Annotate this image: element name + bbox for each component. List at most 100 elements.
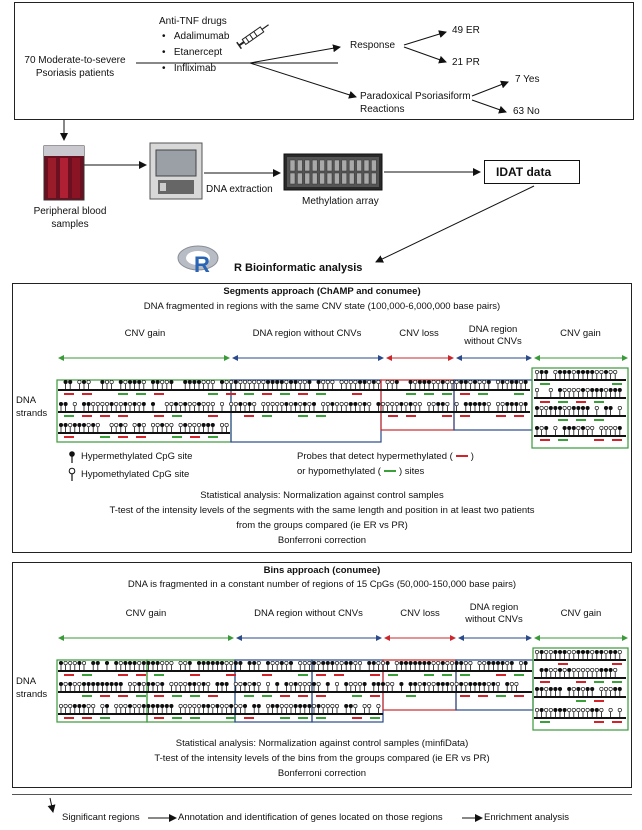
seg-stats-line: T-test of the intensity levels of the se… [109,505,535,516]
region-arrowhead [376,635,382,641]
hypermethylated-cpg-pin [585,649,590,655]
hypomethylated-cpg-pin [548,649,553,655]
hypermethylated-cpg-pin [491,681,496,687]
hypomethylated-cpg-pin [367,703,372,709]
legend-probe-text: or hypomethylated ( [297,466,381,477]
methylation-array-icon [283,153,383,191]
hypermethylated-cpg-pin [201,681,206,687]
hypomethylated-cpg-pin [580,707,586,713]
hypermethylated-cpg-pin [553,649,558,655]
hypermethylated-cpg-pin [426,660,432,666]
hypermethylated-cpg-pin [482,681,487,687]
hypomethylated-cpg-pin [431,681,436,687]
hypomethylated-cpg-pin [229,660,234,666]
region-arrowhead [448,355,454,361]
hypermethylated-cpg-pin [91,681,96,687]
hypomethylated-cpg-pin [594,405,599,411]
drug-name: Etanercept [173,47,223,58]
hypomethylated-cpg-pin [316,681,321,687]
hypermethylated-cpg-pin [557,405,563,411]
hypermethylated-cpg-pin [242,703,248,709]
hypomethylated-cpg-pin [270,401,275,407]
hypermethylated-cpg-pin [544,369,549,375]
hypomethylated-cpg-pin [385,379,390,385]
segments-graphics [56,355,629,449]
hypermethylated-cpg-pin [603,369,609,375]
hypermethylated-cpg-pin [548,405,553,411]
bin-region-label: CNV gain [125,608,167,619]
arrow-to-paradoxical [249,62,357,99]
hypermethylated-cpg-pin [459,379,464,385]
hypomethylated-cpg-pin [367,379,372,385]
hypomethylated-cpg-pin [127,681,133,687]
array-cell [297,159,303,172]
hypomethylated-cpg-pin [68,660,73,666]
footer-arrow [47,797,56,813]
region-arrowhead [458,635,464,641]
hypomethylated-cpg-pin [91,401,96,407]
hypermethylated-cpg-pin [544,425,549,431]
hypomethylated-cpg-pin [534,369,540,375]
hypomethylated-cpg-pin [376,703,381,709]
hypomethylated-cpg-pin [118,660,123,666]
hypermethylated-cpg-pin [187,379,192,385]
hypermethylated-cpg-pin [557,649,563,655]
hypomethylated-cpg-pin [242,401,248,407]
bins-graphics [56,635,629,731]
hypomethylated-cpg-pin [518,660,524,666]
seg-region-label: CNV gain [124,328,166,339]
hypomethylated-cpg-pin [316,660,321,666]
hypomethylated-cpg-pin [613,425,618,431]
hypermethylated-cpg-pin [357,379,363,385]
region-arrowhead [232,355,238,361]
hypomethylated-cpg-pin [63,681,68,687]
hypomethylated-cpg-pin [298,379,303,385]
hypomethylated-cpg-pin [178,422,183,428]
hypermethylated-cpg-pin [371,660,376,666]
hypomethylated-cpg-pin [544,649,549,655]
hypermethylated-cpg-pin [173,401,179,407]
hypomethylated-cpg-pin [477,379,482,385]
hypomethylated-cpg-pin [599,707,604,713]
hypermethylated-cpg-pin [330,660,335,666]
hypomethylated-cpg-pin [590,667,595,673]
hypomethylated-cpg-pin [132,681,137,687]
hypomethylated-cpg-pin [123,422,128,428]
hypomethylated-cpg-pin [118,703,123,709]
hypermethylated-cpg-pin [146,660,151,666]
hypermethylated-cpg-pin [613,387,618,393]
footer-rule [12,794,632,795]
hypomethylated-cpg-pin [617,707,622,713]
hypermethylated-cpg-pin [344,660,349,666]
methylation-array-label: Methylation array [302,196,379,207]
hypermethylated-cpg-pin [599,667,604,673]
hypermethylated-cpg-pin [590,369,595,375]
hypomethylated-cpg-pin [288,681,294,687]
hypomethylated-cpg-pin [311,703,317,709]
segments-subtitle: DNA fragmented in regions with the same … [143,301,501,312]
syringe-icon [236,24,269,50]
hypomethylated-cpg-pin [500,401,505,407]
hypomethylated-cpg-pin [270,660,275,666]
hypomethylated-cpg-pin [192,422,197,428]
hypomethylated-cpg-pin [196,703,202,709]
hypermethylated-cpg-pin [385,660,390,666]
hypermethylated-cpg-pin [256,703,261,709]
hypomethylated-cpg-pin [330,703,335,709]
region-arrowhead [384,635,390,641]
cnv-gain-box [531,367,629,449]
hypermethylated-cpg-pin [500,660,505,666]
drug-item: • Adalimumab [162,31,230,42]
hypomethylated-cpg-pin [238,703,243,709]
hypermethylated-cpg-pin [567,686,572,692]
hypomethylated-cpg-pin [150,422,156,428]
hypomethylated-cpg-pin [206,401,211,407]
hypomethylated-cpg-pin [468,379,473,385]
hypermethylated-cpg-pin [608,405,613,411]
hypomethylated-cpg-pin [585,387,590,393]
hypomethylated-cpg-pin [81,660,87,666]
hypermethylated-cpg-pin [580,425,586,431]
hypermethylated-cpg-pin [539,369,544,375]
hypermethylated-cpg-pin [123,401,128,407]
hypomethylated-cpg-pin [334,681,340,687]
